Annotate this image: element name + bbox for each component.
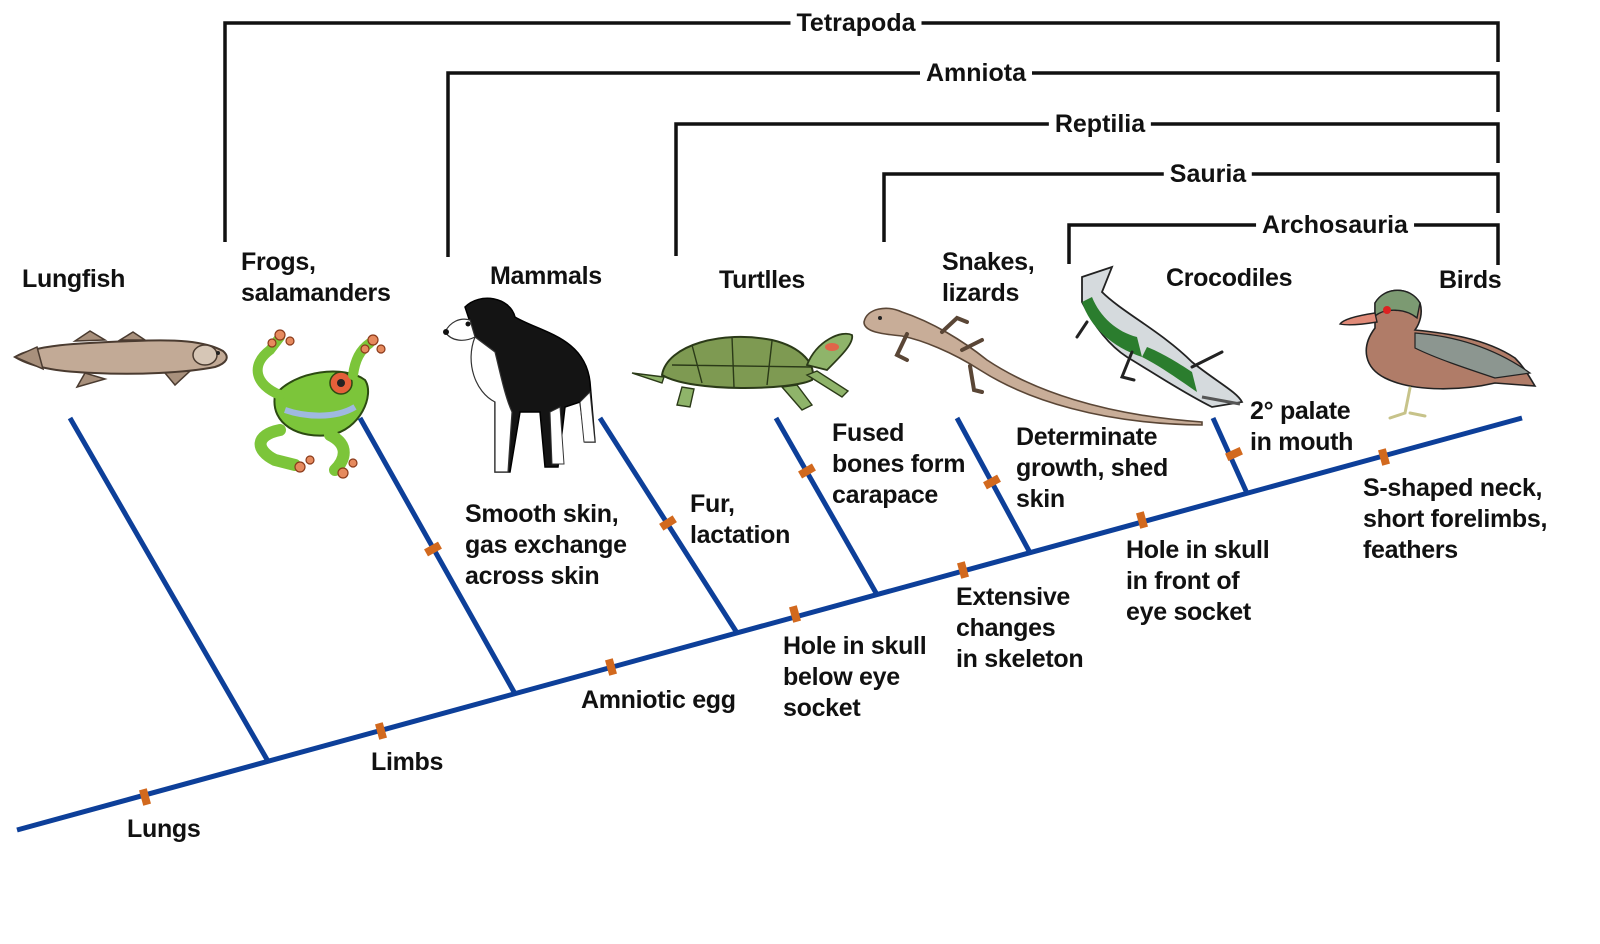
- trait-label-fur: Fur, lactation: [690, 490, 791, 549]
- taxon-label-lungfish: Lungfish: [22, 265, 126, 293]
- trait-marker-limbs: [375, 722, 387, 740]
- trait-label-extensive-changes: Extensive changes in skeleton: [956, 583, 1084, 673]
- trait-label-lungs: Lungs: [127, 815, 201, 843]
- tree-branches: [16, 415, 1523, 833]
- taxon-label-crocodiles: Crocodiles: [1166, 264, 1293, 292]
- clade-label-archosauria: Archosauria: [1256, 211, 1414, 239]
- trait-marker-fur: [659, 515, 677, 531]
- trait-markers: [139, 447, 1390, 806]
- crocodile-icon: [1075, 265, 1244, 408]
- taxon-label-birds: Birds: [1439, 266, 1502, 294]
- trunk-line: [16, 415, 1523, 833]
- trait-label-s-neck: S-shaped neck, short forelimbs, feathers: [1363, 474, 1548, 564]
- trait-label-smooth-skin: Smooth skin, gas exchange across skin: [465, 500, 627, 590]
- trait-label-fused-bones: Fused bones form carapace: [832, 419, 966, 509]
- trait-label-amniotic-egg: Amniotic egg: [581, 686, 736, 714]
- clade-label-sauria: Sauria: [1163, 160, 1253, 188]
- trait-marker-lungs: [139, 788, 151, 806]
- clade-label-reptilia: Reptilia: [1048, 110, 1152, 138]
- duck-icon: [1338, 289, 1537, 420]
- trait-label-palate: 2° palate in mouth: [1250, 397, 1354, 456]
- trait-marker-s_neck: [1378, 448, 1390, 466]
- taxon-label-mammals: Mammals: [490, 262, 602, 290]
- trait-marker-amniotic_egg: [605, 658, 617, 676]
- branch-lungfish: [67, 416, 271, 763]
- taxon-label-frogs: Frogs, salamanders: [241, 248, 391, 307]
- frog-icon: [252, 329, 386, 479]
- branch-frogs: [357, 416, 518, 695]
- trait-marker-hole_below_eye: [789, 605, 801, 623]
- trait-marker-extensive_changes: [957, 561, 969, 579]
- clade-bracket-tetrapoda: [223, 21, 1500, 242]
- turtle-icon: [631, 332, 854, 411]
- trait-label-hole-front-eye: Hole in skull in front of eye socket: [1126, 536, 1270, 626]
- clade-label-tetrapoda: Tetrapoda: [790, 9, 922, 37]
- trait-marker-determinate_growth: [983, 474, 1001, 490]
- trait-marker-hole_front_eye: [1136, 511, 1148, 529]
- dog-icon: [443, 297, 596, 473]
- trait-label-determinate-growth: Determinate growth, shed skin: [1016, 423, 1168, 513]
- taxon-label-turtles: Turtlles: [719, 266, 806, 294]
- trait-marker-palate: [1225, 447, 1243, 461]
- trait-marker-fused_bones: [798, 463, 816, 479]
- lizard-icon: [863, 307, 1203, 426]
- lungfish-icon: [13, 330, 228, 389]
- taxon-label-snakes: Snakes, lizards: [942, 248, 1035, 307]
- branch-turtles: [773, 416, 880, 596]
- trait-marker-smooth_skin: [424, 541, 442, 557]
- trait-label-hole-below-eye: Hole in skull below eye socket: [783, 632, 927, 722]
- clade-label-amniota: Amniota: [920, 59, 1032, 87]
- trait-label-limbs: Limbs: [371, 748, 444, 776]
